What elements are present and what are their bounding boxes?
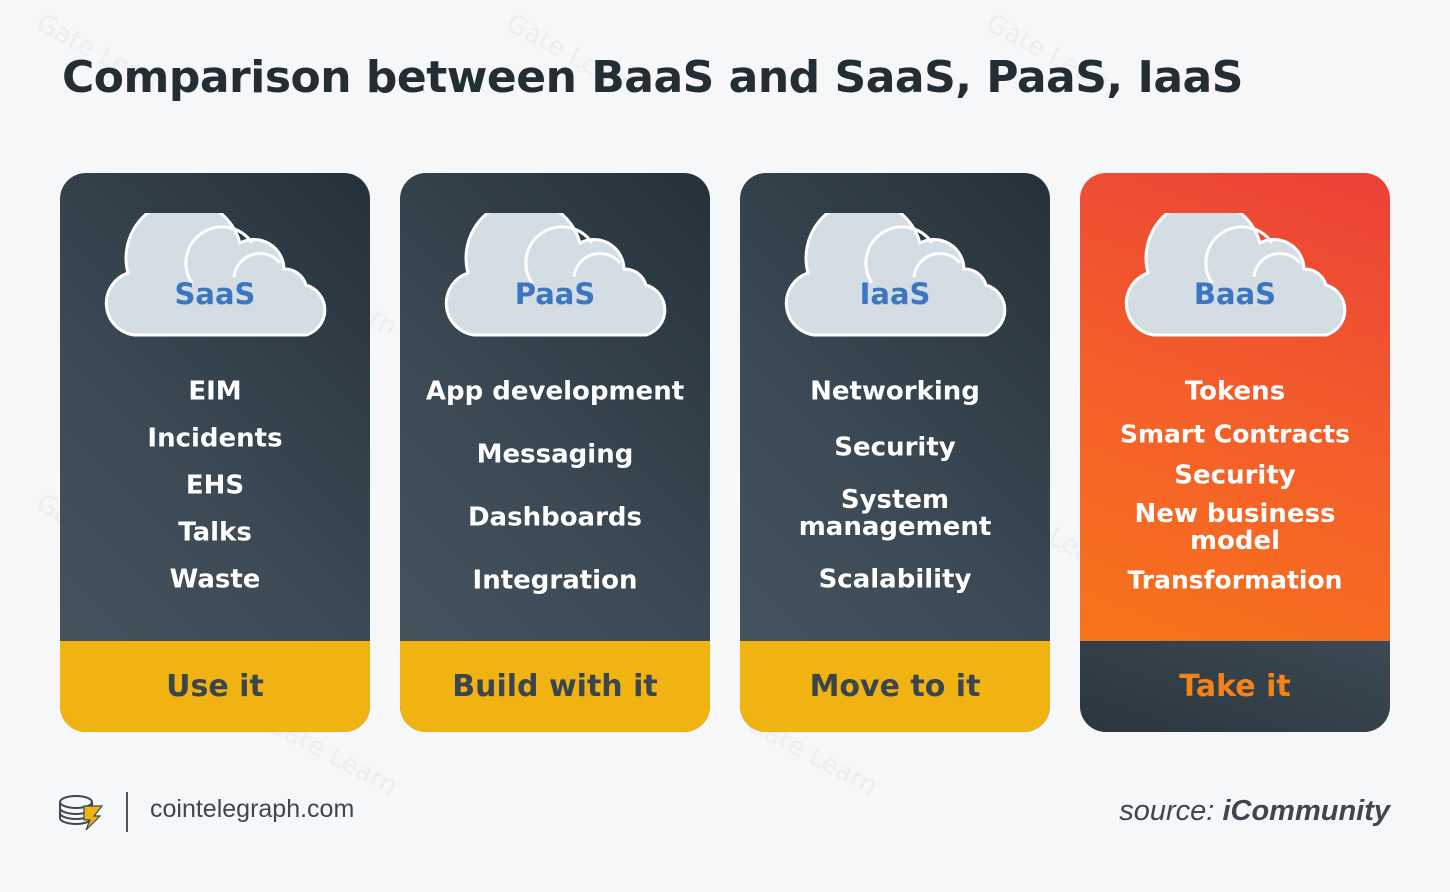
card-item: Talks [178, 517, 252, 548]
card-item: Waste [169, 564, 261, 595]
card-item: EIM [188, 376, 242, 407]
cloud-icon [1124, 213, 1347, 337]
card-item: EHS [185, 470, 245, 501]
cloud-label: IaaS [859, 277, 931, 311]
site-name: cointelegraph.com [150, 795, 355, 823]
card-item: New business model [1134, 499, 1336, 556]
card-item: Integration [472, 565, 638, 596]
saas-card: SaaS EIM Incidents EHS Talks Waste Use i… [60, 173, 370, 732]
card-item: Security [1174, 460, 1296, 491]
logo-divider [126, 792, 128, 832]
card-item: Dashboards [467, 502, 643, 533]
source-prefix: source: [1119, 795, 1215, 827]
source-credit: source: iCommunity [1119, 795, 1390, 828]
cloud-icon [784, 213, 1007, 337]
card-item: Tokens [1184, 376, 1286, 407]
baas-card: BaaS Tokens Smart Contracts Security New… [1080, 173, 1390, 732]
card-item: Networking [810, 376, 980, 407]
paas-card: PaaS App development Messaging Dashboard… [400, 173, 710, 732]
card-footer: Use it [60, 641, 370, 732]
page-title: Comparison between BaaS and SaaS, PaaS, … [62, 52, 1243, 103]
cointelegraph-logo-icon [59, 795, 104, 831]
card-item: Incidents [147, 423, 283, 454]
iaas-card: IaaS Networking Security System manageme… [740, 173, 1050, 732]
card-item: App development [425, 376, 685, 407]
cloud-label: PaaS [514, 277, 596, 311]
card-footer: Take it [1080, 641, 1390, 732]
card-item: System management [798, 485, 992, 542]
card-item: Transformation [1127, 565, 1343, 595]
cloud-label: SaaS [174, 277, 256, 311]
card-footer: Move to it [740, 641, 1050, 732]
card-footer: Build with it [400, 641, 710, 732]
cloud-icon [104, 213, 327, 337]
cloud-label: BaaS [1193, 277, 1277, 311]
card-item: Smart Contracts [1119, 419, 1351, 449]
card-item: Messaging [476, 439, 634, 470]
card-item: Security [834, 432, 956, 463]
source-name: iCommunity [1222, 795, 1390, 827]
cloud-icon [444, 213, 667, 337]
card-item: Scalability [818, 564, 972, 595]
